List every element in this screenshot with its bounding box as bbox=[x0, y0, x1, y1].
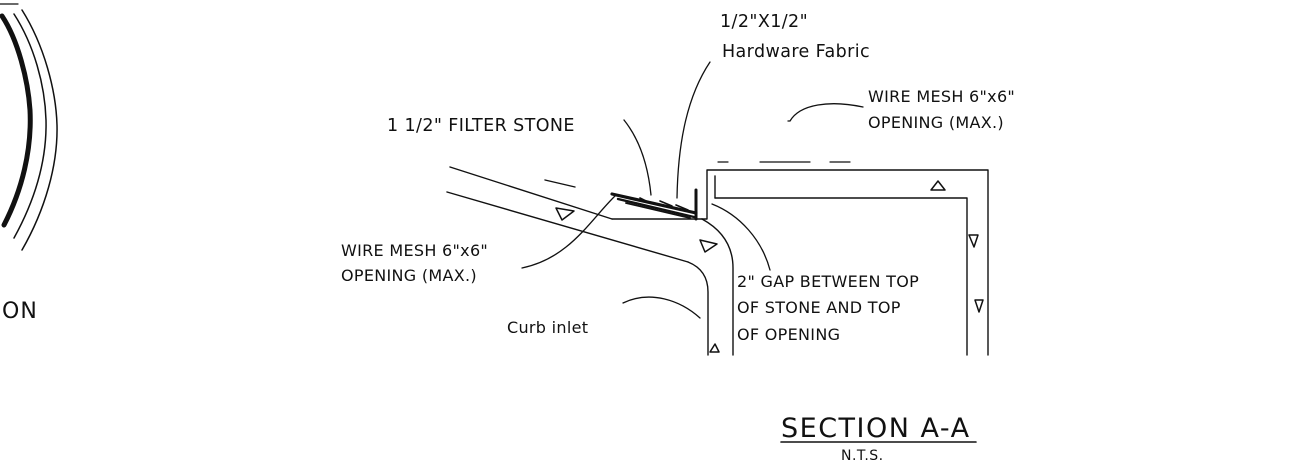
wire-mesh-top-label-2: OPENING (MAX.) bbox=[868, 113, 1004, 132]
section-subtitle: N.T.S. bbox=[841, 448, 884, 464]
curb-slab bbox=[446, 166, 734, 356]
gap-label-2: OF STONE AND TOP bbox=[737, 298, 901, 317]
hardware-fabric-label: Hardware Fabric bbox=[722, 42, 870, 62]
plan-view-arc bbox=[0, 3, 58, 251]
gap-label-3: OF OPENING bbox=[737, 325, 840, 344]
leader-lines bbox=[521, 61, 864, 319]
section-title: SECTION A-A bbox=[781, 413, 971, 444]
hardware-fabric-size-label: 1/2"X1/2" bbox=[720, 12, 808, 32]
filter-stone bbox=[610, 188, 698, 221]
wire-mesh-left-label-2: OPENING (MAX.) bbox=[341, 266, 477, 285]
curb-inlet-label: Curb inlet bbox=[507, 318, 588, 337]
inlet-box bbox=[701, 161, 989, 356]
wire-mesh-top-label-1: WIRE MESH 6"x6" bbox=[868, 87, 1015, 106]
gap-label-1: 2" GAP BETWEEN TOP bbox=[737, 272, 919, 291]
filter-stone-label: 1 1/2" FILTER STONE bbox=[387, 116, 575, 136]
plan-partial-label: ON bbox=[2, 299, 38, 324]
wire-mesh-left-label-1: WIRE MESH 6"x6" bbox=[341, 241, 488, 260]
concrete-symbols bbox=[555, 180, 984, 353]
